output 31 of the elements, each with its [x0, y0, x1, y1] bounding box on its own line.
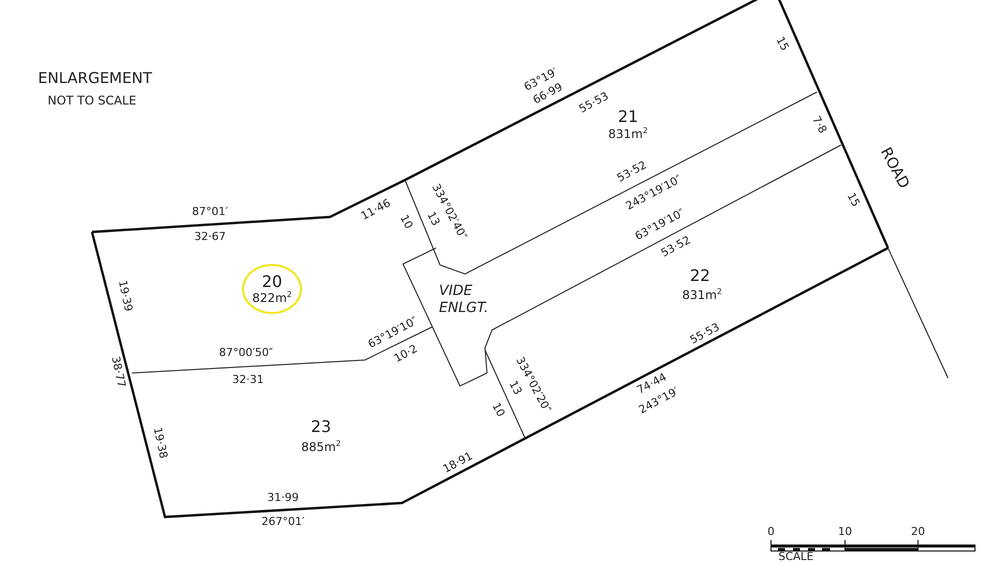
dimension-label: 87°00′50″	[218, 346, 274, 360]
lot-number: 22	[690, 267, 710, 285]
heading: ENLARGEMENT	[38, 70, 152, 86]
dimension-label: 10·2	[392, 342, 420, 366]
dimension-label: 38·77	[108, 355, 128, 389]
scale-title: SCALE	[778, 550, 814, 563]
lot-area: 822m$^{2}$	[244, 290, 300, 305]
dimension-label: 32·31	[232, 374, 264, 386]
dimension-label: 32·67	[194, 230, 226, 244]
lot-number: 21	[618, 108, 638, 126]
dimension-label: 19·39	[116, 279, 134, 313]
lot-area: 831m$^{2}$	[682, 288, 722, 302]
scale-tick-label: 0	[768, 526, 774, 538]
note: VIDE ENLGT.	[439, 283, 490, 317]
highlight-circle	[242, 264, 302, 314]
dimension-label: 31·99	[267, 492, 299, 504]
lot-area: 831m$^{2}$	[608, 126, 648, 142]
dimension-label: 19·38	[150, 426, 170, 460]
dimension-label: 7·8	[810, 114, 828, 136]
scale-tick-label: 10	[838, 526, 852, 538]
dimension-label: 15	[773, 34, 791, 54]
lot-area: 885m$^{2}$	[301, 440, 341, 454]
dimension-label: 10	[397, 212, 415, 232]
dimension-label: 267°01′	[262, 516, 304, 528]
lot-number: 20	[260, 273, 284, 291]
dimension-label: 87°01′	[192, 206, 228, 218]
dimension-label: 10	[489, 400, 507, 420]
scale-tick-label: 20	[911, 526, 925, 538]
lot-number: 23	[310, 418, 332, 436]
note: NOT TO SCALE	[48, 94, 136, 108]
dimension-label: 15	[844, 190, 862, 210]
